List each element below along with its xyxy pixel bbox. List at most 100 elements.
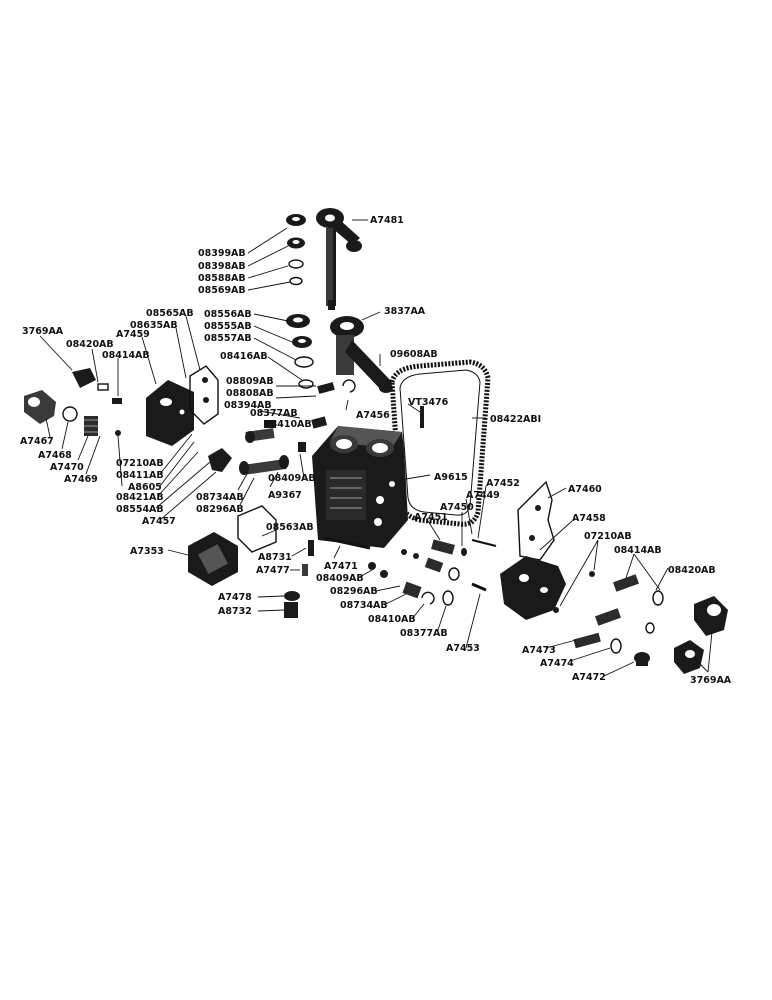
label-a9615: A9615 [434, 472, 468, 483]
label-3769aa-right: 3769AA [690, 675, 732, 686]
label-08377ab-top: 08377AB [250, 408, 298, 419]
ball-a-part [401, 549, 407, 555]
nut-a7478-part [284, 591, 300, 601]
label-a7477: A7477 [256, 565, 290, 576]
ball-07210ab-right-part [589, 571, 595, 577]
label-a7451: A7451 [414, 512, 448, 523]
label-08421ab: 08421AB [116, 492, 164, 503]
part-labels: A7481 08399AB 08398AB 08588AB 08569AB 38… [20, 215, 732, 686]
snap-ring-08410ab-part [421, 591, 435, 605]
label-08377ab-bottom: 08377AB [400, 628, 448, 639]
label-08411ab: 08411AB [116, 470, 164, 481]
seal-stack-part [286, 314, 314, 389]
label-a7481: A7481 [370, 215, 404, 226]
label-08555ab: 08555AB [204, 321, 252, 332]
label-08416ab: 08416AB [220, 351, 268, 362]
label-a7469: A7469 [64, 474, 98, 485]
label-3769aa-left: 3769AA [22, 326, 64, 337]
label-3837aa: 3837AA [384, 306, 426, 317]
o-ring-a7474-part [610, 638, 622, 654]
label-a7458: A7458 [572, 513, 606, 524]
gear-08554ab-part [208, 448, 232, 472]
ball-right-2-part [553, 607, 559, 613]
label-a7467: A7467 [20, 436, 54, 447]
washer-stack-top-part [286, 214, 306, 286]
label-a7468: A7468 [38, 450, 72, 461]
lever-arm-a7481-part [316, 208, 362, 310]
spring-08734ab-bottom-part [402, 581, 422, 599]
label-08565ab: 08565AB [146, 308, 194, 319]
stud-vt3476-part [420, 406, 424, 428]
valve-body-a9615-part [312, 426, 408, 548]
rod-a7471-part [323, 536, 371, 550]
leader-lines [39, 219, 713, 677]
plug-a8732-part [284, 602, 298, 618]
gasket-08422ab1-part [389, 359, 491, 527]
o-ring-08420ab-right-part [652, 590, 664, 606]
label-08420ab-right: 08420AB [668, 565, 716, 576]
label-a7353: A7353 [130, 546, 164, 557]
o-ring-right-2-part [645, 622, 655, 634]
ball-07210ab-left-part [115, 430, 121, 436]
label-a7459: A7459 [116, 329, 150, 340]
label-08399ab: 08399AB [198, 248, 246, 259]
spring-a7451-part [431, 539, 455, 555]
label-08414ab-right: 08414AB [614, 545, 662, 556]
label-a7460: A7460 [568, 484, 602, 495]
end-cover-a7459-part [146, 380, 194, 446]
spring-center-part [424, 557, 444, 573]
label-a9367: A9367 [268, 490, 302, 501]
ball-08409ab-bottom-part [368, 562, 376, 570]
spool-a9367-part [239, 455, 289, 476]
label-08414ab-left: 08414AB [102, 350, 150, 361]
label-08398ab: 08398AB [198, 261, 246, 272]
label-08734ab-bottom: 08734AB [340, 600, 388, 611]
label-a7470: A7470 [50, 462, 84, 473]
spring-a7473-part [573, 632, 601, 649]
label-08563ab: 08563AB [266, 522, 314, 533]
label-vt3476: VT3476 [408, 397, 449, 408]
plug-a7472-part [634, 652, 650, 666]
ball-a7450-part [461, 548, 467, 556]
o-ring-a7468-part [62, 406, 78, 422]
label-08410ab-bottom: 08410AB [368, 614, 416, 625]
label-08808ab: 08808AB [226, 388, 274, 399]
label-a7450: A7450 [440, 502, 474, 513]
pin-a7477-part [302, 564, 308, 576]
label-08556ab: 08556AB [204, 309, 252, 320]
label-08296ab-top: 08296AB [196, 504, 244, 515]
o-ring-08377ab-bottom-part [442, 590, 454, 606]
plate-a7460-part [517, 480, 555, 561]
label-09608ab: 09608AB [390, 349, 438, 360]
plate-08565ab-part [189, 365, 219, 425]
label-08635ab: 08635AB [130, 320, 178, 331]
label-a7453: A7453 [446, 643, 480, 654]
label-a8731: A8731 [258, 552, 292, 563]
label-08809ab: 08809AB [226, 376, 274, 387]
label-08554ab: 08554AB [116, 504, 164, 515]
cover-plate-a7353-part [188, 532, 238, 586]
label-08409ab-bottom: 08409AB [316, 573, 364, 584]
label-08410ab-top: 08410AB [264, 419, 312, 430]
lever-arm-3837aa-part [330, 316, 393, 393]
label-08588ab: 08588AB [198, 273, 246, 284]
gasket-08563ab-part [237, 505, 277, 553]
spring-08414ab-right-part [595, 574, 639, 626]
label-07210ab-right: 07210AB [584, 531, 632, 542]
valve-08808ab-part [311, 382, 335, 429]
plug-08414ab-left-part [112, 398, 122, 404]
label-07210ab-left: 07210AB [116, 458, 164, 469]
label-08422ab1: 08422ABI [490, 414, 541, 425]
label-a8732: A8732 [218, 606, 252, 617]
end-cover-a7458-part [500, 556, 566, 620]
ball-b-part [413, 553, 419, 559]
pin-a7453-part [471, 582, 487, 592]
label-08569ab: 08569AB [198, 285, 246, 296]
label-a7449: A7449 [466, 490, 500, 501]
label-08557ab: 08557AB [204, 333, 252, 344]
label-a7472: A7472 [572, 672, 606, 683]
ring-08420ab-left-part [97, 383, 109, 391]
spring-left-part [84, 416, 98, 436]
